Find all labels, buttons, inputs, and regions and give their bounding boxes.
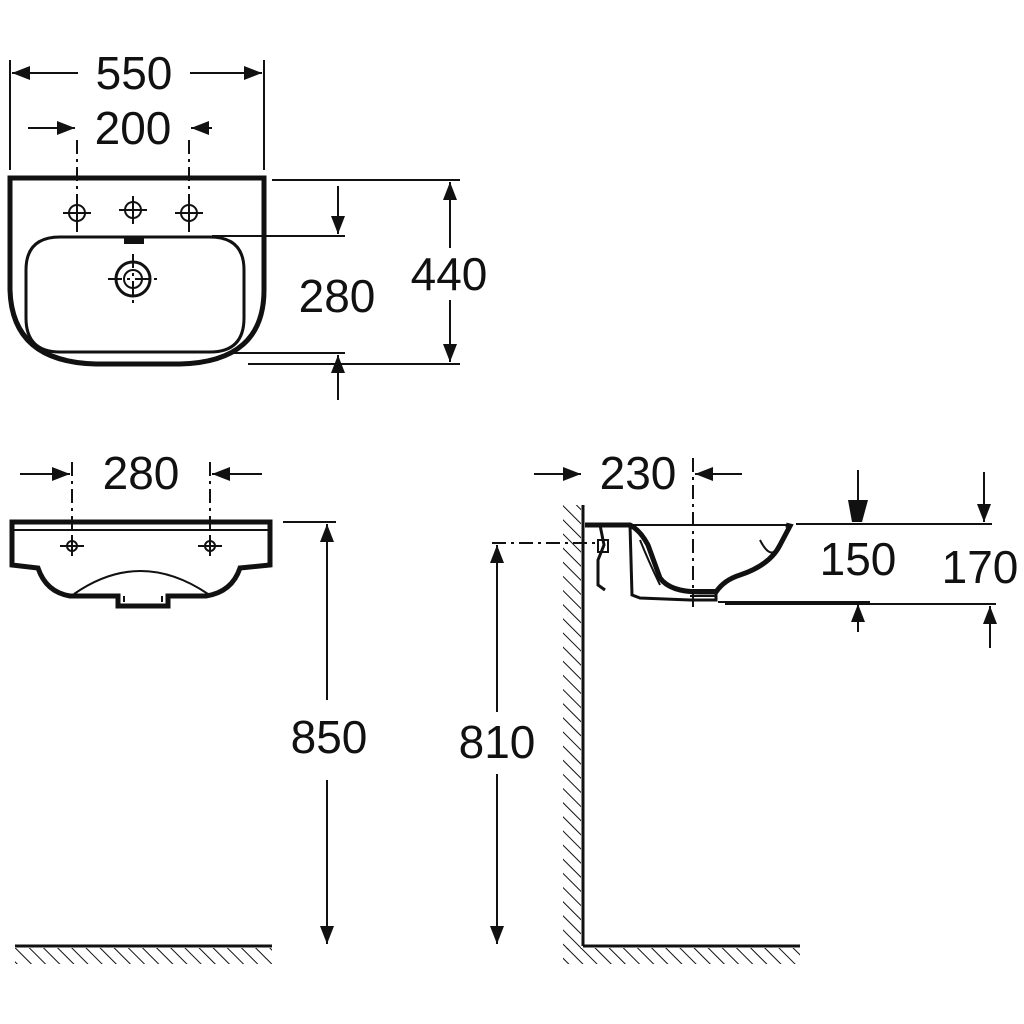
side-floor (563, 944, 800, 964)
dimension-bowl-depth: 280 (212, 186, 375, 400)
dim-depth-label: 440 (411, 248, 488, 300)
dimension-projection: 230 (534, 447, 742, 499)
dim-bowl-depth-label: 280 (299, 270, 376, 322)
basin-outline (7, 175, 267, 367)
top-view: 550 200 280 440 (7, 47, 488, 400)
overflow-slot (124, 238, 144, 244)
tap-hole-center-icon (119, 196, 147, 224)
dim-width-label: 550 (96, 47, 173, 99)
dim-height-label: 850 (291, 711, 368, 763)
dimension-height: 850 (283, 521, 368, 944)
bowl-outline (24, 235, 246, 354)
front-floor (15, 944, 272, 964)
dimension-fixing-height: 810 (459, 542, 600, 944)
dimension-total-height: 170 (725, 472, 1018, 648)
dim-bowl-height-label: 150 (820, 533, 897, 585)
dimension-bowl-height: 150 (718, 470, 992, 632)
side-basin-profile (585, 522, 794, 595)
dimension-depth: 440 (248, 179, 488, 365)
dim-fixing-height-label: 810 (459, 716, 536, 768)
drain-icon (108, 254, 158, 304)
wall (563, 505, 585, 950)
dim-total-height-label: 170 (942, 541, 1019, 593)
side-view: 230 810 150 170 (459, 447, 1018, 964)
front-basin-outline (9, 519, 273, 609)
front-hole-left-icon (60, 536, 84, 556)
dimension-hole-spacing: 280 (20, 447, 262, 499)
dim-tap-spacing-label: 200 (95, 102, 172, 154)
dimension-width: 550 (9, 47, 265, 170)
front-hole-right-icon (198, 536, 222, 556)
dimension-tap-spacing: 200 (28, 102, 212, 154)
dim-hole-spacing-label: 280 (103, 447, 180, 499)
front-view: 280 850 (9, 447, 368, 964)
dim-projection-label: 230 (600, 447, 677, 499)
